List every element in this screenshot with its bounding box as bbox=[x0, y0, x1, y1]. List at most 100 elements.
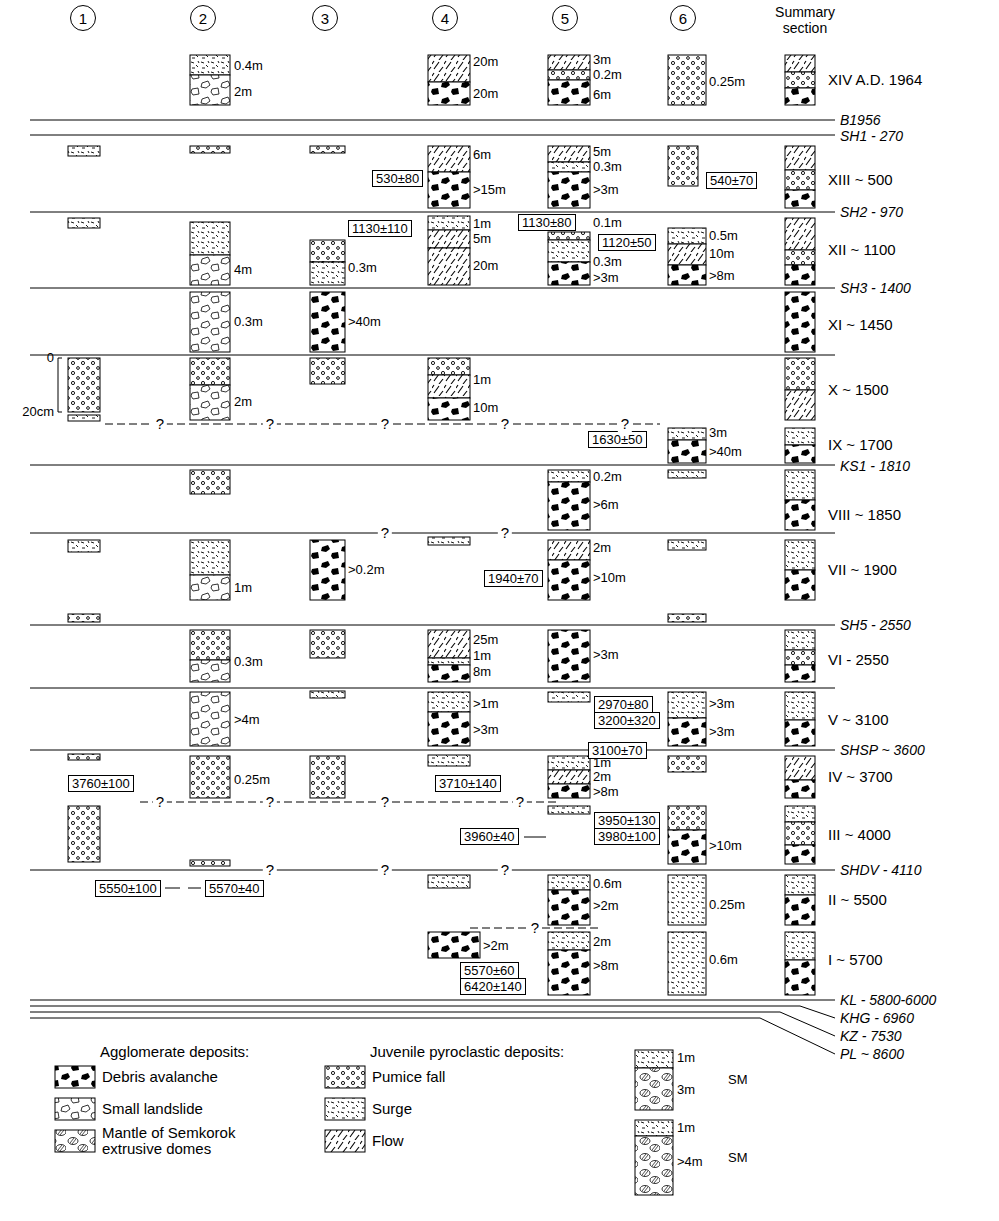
surge-deposit bbox=[428, 755, 470, 766]
debris-deposit bbox=[548, 560, 590, 600]
horizon-line bbox=[30, 465, 835, 466]
thickness-label: 10m bbox=[473, 400, 498, 416]
surge-deposit bbox=[785, 932, 815, 960]
horizon-line bbox=[30, 1012, 835, 1036]
surge-deposit bbox=[548, 692, 590, 702]
node-text: 530±80 bbox=[376, 171, 419, 186]
uncertain-mark: ? bbox=[378, 525, 392, 541]
node-text: 3980±100 bbox=[598, 829, 656, 844]
legend-text: Debris avalanche bbox=[102, 1069, 218, 1085]
flow-deposit bbox=[548, 540, 590, 560]
debris-deposit bbox=[428, 172, 470, 208]
flow-deposit bbox=[548, 55, 590, 70]
flow-deposit bbox=[428, 375, 470, 398]
debris-deposit bbox=[785, 960, 815, 995]
column-number: 2 bbox=[190, 5, 216, 31]
legend-text: Surge bbox=[372, 1101, 412, 1117]
thickness-label: 2m bbox=[593, 540, 611, 556]
horizon-line bbox=[30, 750, 835, 751]
scale-label: 20cm bbox=[22, 404, 54, 420]
surge-deposit bbox=[310, 262, 345, 285]
node-text: 1 bbox=[79, 10, 87, 27]
legend-heading: Juvenile pyroclastic deposits: bbox=[370, 1044, 564, 1060]
thickness-label: >8m bbox=[709, 268, 735, 284]
surge-deposit bbox=[785, 540, 815, 570]
example-label: 1m bbox=[677, 1050, 695, 1066]
pumice-deposit bbox=[668, 806, 706, 830]
flow-deposit bbox=[785, 218, 815, 250]
thickness-label: >8m bbox=[593, 784, 619, 800]
horizon-line bbox=[30, 212, 835, 213]
stage-label: XIV A.D. 1964 bbox=[828, 72, 922, 88]
thickness-label: 1m bbox=[234, 580, 252, 596]
flow-deposit bbox=[428, 146, 470, 172]
example-label: >4m bbox=[677, 1154, 703, 1170]
thickness-label: >2m bbox=[593, 898, 619, 914]
surge-deposit bbox=[785, 428, 815, 445]
horizon-label: SHSP ~ 3600 bbox=[840, 742, 925, 758]
thickness-label: 0.5m bbox=[709, 228, 738, 244]
horizon-line bbox=[30, 135, 835, 136]
pumice-deposit bbox=[785, 822, 815, 845]
pumice-deposit bbox=[668, 55, 706, 105]
legend-text: Flow bbox=[372, 1133, 404, 1149]
thickness-label: >40m bbox=[348, 314, 381, 330]
pumice-deposit bbox=[785, 250, 815, 265]
flow-deposit bbox=[785, 390, 815, 420]
slide-deposit bbox=[190, 292, 230, 352]
node-text: 5550±100 bbox=[99, 881, 157, 896]
pumice-deposit bbox=[785, 170, 815, 190]
leader-line bbox=[58, 358, 62, 412]
radiocarbon-date-box: 1130±110 bbox=[348, 220, 412, 237]
node-text: 3200±320 bbox=[598, 713, 656, 728]
flow-deposit bbox=[428, 230, 470, 248]
horizon-label: SH2 - 970 bbox=[840, 204, 903, 220]
thickness-label: >1m bbox=[473, 696, 499, 712]
radiocarbon-date-box: 3710±140 bbox=[435, 775, 501, 792]
surge-deposit bbox=[428, 537, 470, 545]
pumice-deposit bbox=[310, 240, 345, 262]
thickness-label: 25m bbox=[473, 632, 498, 648]
legend-swatch bbox=[325, 1130, 365, 1152]
surge-deposit bbox=[68, 146, 100, 156]
surge-deposit bbox=[428, 875, 470, 888]
stage-label: VI - 2550 bbox=[828, 652, 889, 668]
slide-deposit bbox=[190, 385, 230, 420]
node-text: 4 bbox=[441, 10, 449, 27]
surge-deposit bbox=[548, 932, 590, 950]
thickness-label: 3m bbox=[593, 52, 611, 68]
pumice-deposit bbox=[668, 614, 706, 622]
debris-deposit bbox=[428, 82, 470, 105]
surge-deposit bbox=[190, 540, 230, 575]
pumice-deposit bbox=[190, 470, 230, 494]
thickness-label: 3m bbox=[709, 425, 727, 441]
thickness-label: 0.3m bbox=[234, 654, 263, 670]
radiocarbon-date-box: 1130±80 bbox=[518, 214, 576, 231]
pumice-deposit bbox=[785, 650, 815, 665]
thickness-label: 4m bbox=[234, 262, 252, 278]
node-text: 3960±40 bbox=[464, 829, 515, 844]
surge-deposit bbox=[548, 875, 590, 890]
uncertain-mark: ? bbox=[153, 794, 167, 810]
debris-deposit bbox=[785, 500, 815, 530]
legend-heading: Agglomerate deposits: bbox=[100, 1044, 249, 1060]
thickness-label: 5m bbox=[473, 231, 491, 247]
horizon-label: KZ - 7530 bbox=[840, 1028, 901, 1044]
node-text: 3950±130 bbox=[598, 813, 656, 828]
thickness-label: >15m bbox=[473, 182, 506, 198]
horizon-line bbox=[30, 355, 835, 356]
radiocarbon-date-box: 3960±40 bbox=[460, 828, 519, 845]
thickness-label: 0.25m bbox=[709, 897, 745, 913]
uncertain-correlation-line bbox=[140, 802, 560, 803]
radiocarbon-date-box: 3950±130 bbox=[594, 812, 660, 829]
surge-deposit bbox=[310, 691, 345, 698]
debris-deposit bbox=[548, 262, 590, 285]
horizon-line bbox=[30, 288, 835, 289]
pumice-deposit bbox=[548, 232, 590, 240]
pumice-deposit bbox=[428, 358, 470, 375]
thickness-label: 2m bbox=[234, 394, 252, 410]
stage-label: X ~ 1500 bbox=[828, 382, 888, 398]
surge-deposit bbox=[68, 218, 100, 228]
column-number: 4 bbox=[432, 5, 458, 31]
pumice-deposit bbox=[68, 806, 100, 862]
